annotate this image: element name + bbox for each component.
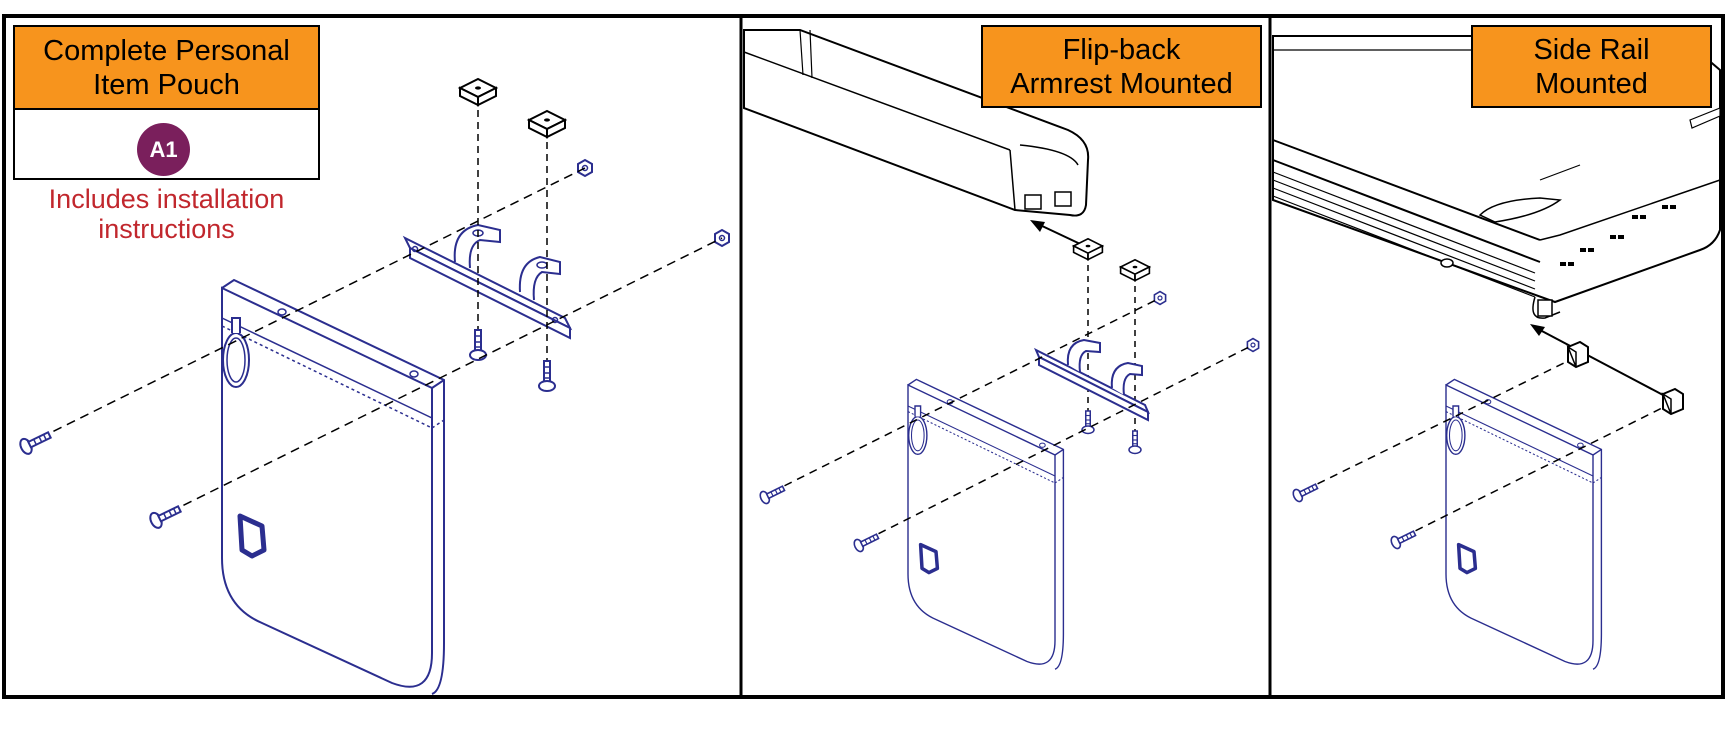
kit-label-box: Complete Personal Item Pouch A1: [13, 25, 320, 180]
panel-2-exploded-view: [743, 29, 1260, 671]
install-note: Includes installation instructions: [13, 184, 320, 244]
square-nut-b: [1661, 387, 1684, 416]
part-badge: A1: [137, 123, 190, 176]
kit-title: Complete Personal Item Pouch: [15, 27, 318, 110]
side-rail-label: Side Rail Mounted: [1471, 25, 1712, 108]
flip-back-label: Flip-back Armrest Mounted: [981, 25, 1262, 108]
flip-back-label-line-1: Flip-back: [1062, 33, 1181, 66]
kit-title-line-1: Complete Personal: [43, 34, 290, 67]
install-note-line-2: instructions: [98, 214, 235, 244]
square-nut-a: [1566, 340, 1589, 369]
side-rail-label-line-2: Mounted: [1535, 67, 1648, 100]
flip-back-label-line-2: Armrest Mounted: [1010, 67, 1233, 100]
armrest: [743, 29, 1090, 217]
panel-3-exploded-view: [1272, 35, 1721, 671]
outer-frame: [2, 14, 1725, 699]
side-rail-label-line-1: Side Rail: [1533, 33, 1650, 66]
kit-title-line-2: Item Pouch: [93, 68, 240, 101]
panel-1-exploded-view: [17, 78, 730, 694]
install-note-line-1: Includes installation: [48, 184, 285, 214]
bracket: [402, 223, 573, 340]
bracket-2: [1033, 338, 1151, 422]
